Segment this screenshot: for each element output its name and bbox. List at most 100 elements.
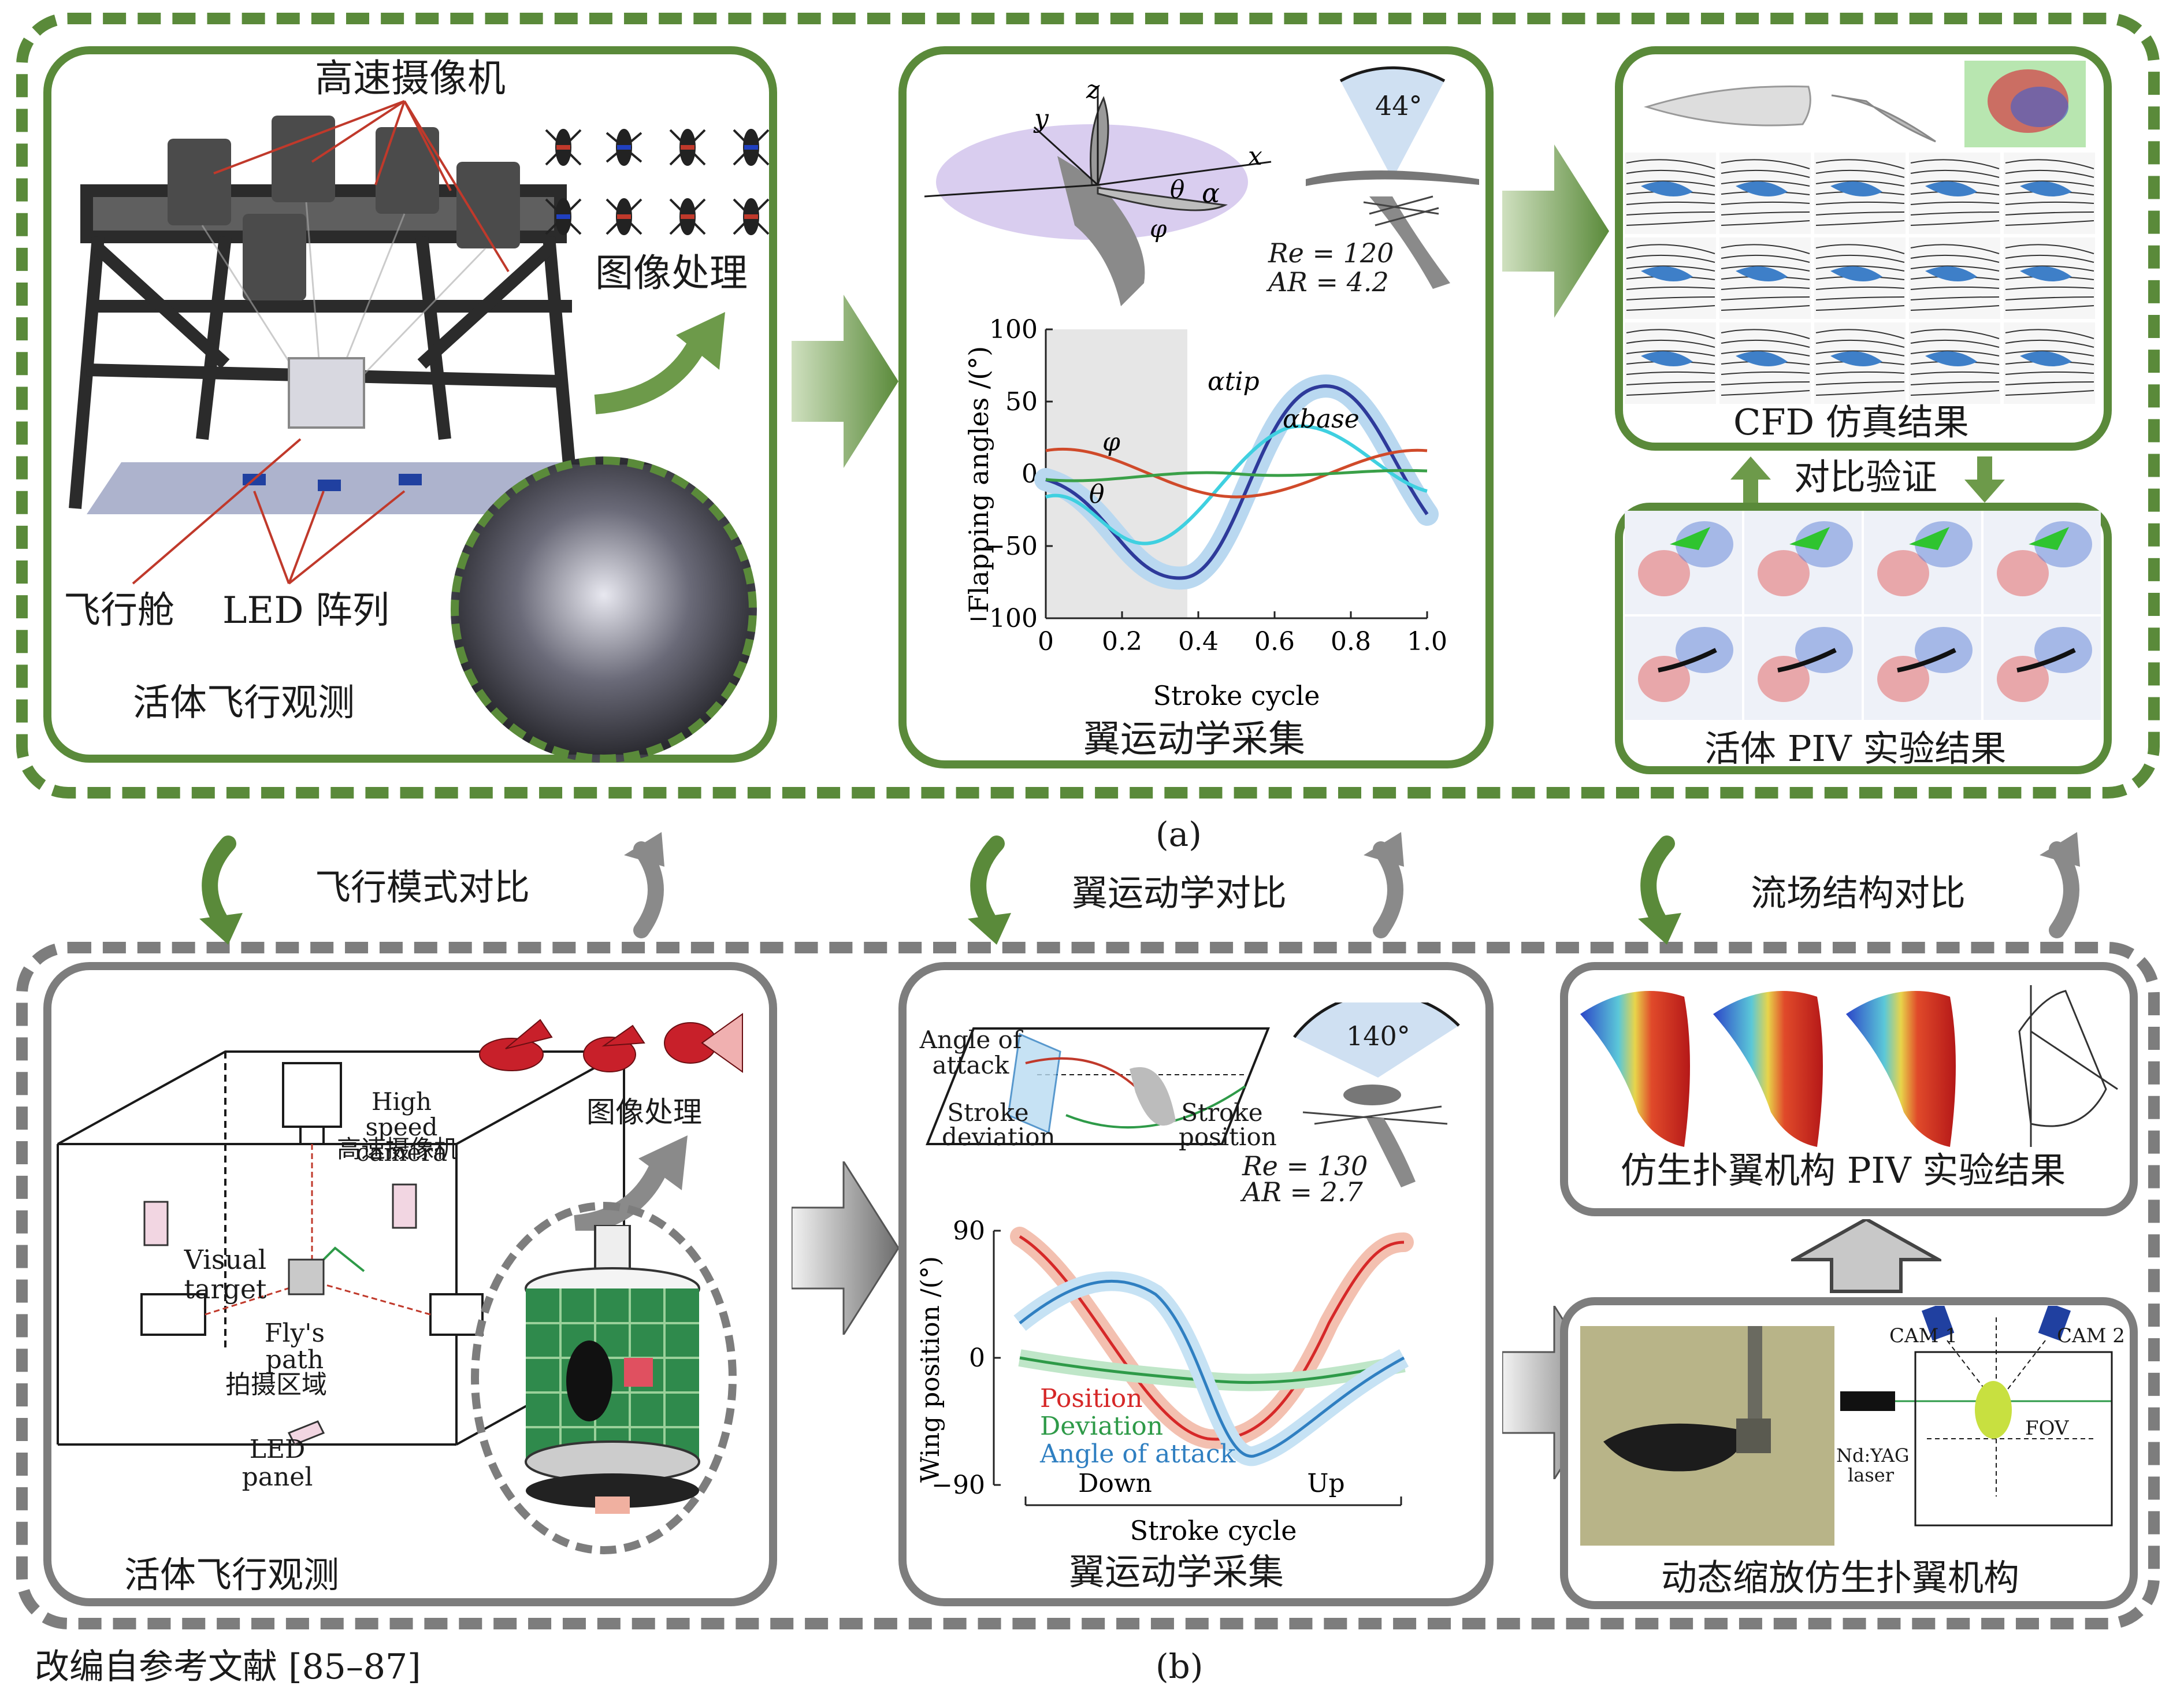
compare-verify-label: 对比验证 — [1794, 456, 1938, 498]
mechanism-photo — [1580, 1326, 1834, 1546]
stroke-deviation-label: Stroke deviation — [942, 1098, 1056, 1151]
y-tick-label: 100 — [989, 315, 1038, 344]
angle-alpha-label: α — [1202, 177, 1220, 209]
visual-target-label: Visual target — [184, 1244, 267, 1305]
top-dashed-frame — [16, 13, 2160, 799]
arrow-down-icon — [1964, 456, 2005, 505]
high-speed-camera-label: 高速摄像机 — [315, 56, 506, 101]
cfd-cell — [1814, 237, 1906, 319]
piv-cell — [1625, 511, 1742, 614]
compare-flight-mode-label: 飞行模式对比 — [315, 866, 530, 908]
cfd-cell — [1719, 153, 1811, 234]
bottom-angle-badge: 140° — [1346, 1020, 1410, 1052]
cfd-cell — [1909, 322, 2000, 404]
bottom-kinematics-caption: 翼运动学采集 — [1069, 1551, 1284, 1593]
cfd-cell — [1625, 237, 1716, 319]
bottom-chart-ylabel: Wing position /(°) — [916, 1256, 945, 1483]
y-tick-label: 50 — [1005, 387, 1038, 417]
curved-arrow-up-icon — [589, 300, 740, 418]
wing-axis-diagram: x y z α θ φ — [924, 64, 1283, 320]
top-chart-ylabel: Flapping angles /(°) — [963, 346, 994, 613]
flow-arrow-right-icon — [792, 295, 901, 470]
rig-illustration — [52, 116, 630, 534]
x-tick-label: 0.4 — [1178, 627, 1219, 656]
top-observation-caption: 活体飞行观测 — [133, 682, 355, 725]
fly-model-renders — [471, 1002, 748, 1097]
bottom-dashed-frame — [16, 942, 2160, 1629]
fov-label: FOV — [2025, 1417, 2069, 1440]
camera-english-label: High speed camera — [355, 1087, 448, 1167]
theta-curve — [1045, 469, 1428, 482]
alpha-tip-label: αtip — [1208, 367, 1260, 396]
arrow-up-icon — [1730, 456, 1771, 505]
piv-cell — [1864, 617, 1981, 720]
phi-curve — [1045, 447, 1428, 499]
bottom-re-value: Re = 130 — [1242, 1150, 1368, 1182]
y-tick-label: −90 — [931, 1471, 985, 1500]
panel-a-label: (a) — [1156, 815, 1202, 854]
wing-pressure-renders — [1569, 974, 2129, 1167]
x-tick-label: 1.0 — [1407, 627, 1447, 656]
alpha-tip-curve — [1045, 384, 1429, 580]
bottom-chart-xlabel: Stroke cycle — [1130, 1515, 1297, 1546]
cfd-cell — [1814, 322, 1906, 404]
led-arena-cylinder — [497, 1224, 728, 1551]
cfd-cell — [2004, 153, 2095, 234]
stroke-plane-diagram — [922, 1023, 1280, 1152]
bio-piv-caption: 仿生扑翼机构 PIV 实验结果 — [1621, 1149, 2066, 1191]
flight-cabin-label: 飞行舱 — [64, 589, 174, 632]
cfd-cell — [2004, 322, 2095, 404]
bottom-image-processing-label: 图像处理 — [586, 1096, 702, 1129]
top-ar-value: AR = 4.2 — [1268, 266, 1389, 298]
source-note: 改编自参考文献 [85–87] — [35, 1647, 421, 1687]
cfd-cell — [1625, 322, 1716, 404]
cfd-streamline-grid — [1624, 151, 2097, 408]
top-re-value: Re = 120 — [1268, 237, 1394, 269]
cfd-model-strip — [1635, 61, 2086, 150]
piv-cell — [1984, 511, 2101, 614]
angle-of-attack-label: Angle of attack — [919, 1026, 1022, 1080]
shooting-region-label: 拍摄区域 — [225, 1370, 327, 1399]
image-processing-label: 图像处理 — [595, 251, 748, 295]
x-tick-label: 0.2 — [1102, 627, 1142, 656]
led-panel-label: LED panel — [242, 1435, 313, 1492]
compare-flow-structure-label: 流场结构对比 — [1751, 872, 1966, 914]
stroke-angle-fan — [1300, 64, 1485, 309]
alpha-base-label: αbase — [1283, 404, 1360, 434]
piv-cell — [1864, 511, 1981, 614]
cam2-label: CAM 2 — [2057, 1324, 2125, 1347]
bottom-kinematics-panel — [898, 962, 1494, 1606]
top-kinematics-caption: 翼运动学采集 — [1083, 718, 1305, 761]
piv-cell — [1744, 511, 1862, 614]
red-callout-lines — [0, 0, 809, 696]
cfd-cell — [1814, 153, 1906, 234]
stroke-position-label: Stroke position — [1179, 1098, 1277, 1151]
legend-position: Position — [1040, 1384, 1143, 1413]
y-tick-label: 0 — [969, 1343, 985, 1373]
laser-label: Nd:YAG laser — [1836, 1445, 1910, 1486]
legend-deviation: Deviation — [1040, 1412, 1163, 1441]
cfd-cell — [1909, 153, 2000, 234]
axis-x-label: x — [1248, 142, 1262, 171]
attack-curve — [1019, 1279, 1405, 1458]
axis-z-label: z — [1086, 75, 1100, 105]
bottom-ar-value: AR = 2.7 — [1242, 1176, 1363, 1208]
y-tick-label: 90 — [953, 1216, 985, 1246]
x-tick-label: 0.8 — [1331, 627, 1371, 656]
cfd-cell — [2004, 237, 2095, 319]
piv-cell — [1625, 617, 1742, 720]
top-chart-xlabel: Stroke cycle — [1153, 680, 1320, 711]
piv-cell — [1744, 617, 1862, 720]
stroke-angle-fan — [1291, 992, 1476, 1195]
top-angle-badge: 44° — [1375, 90, 1422, 121]
flight-chamber-photo — [451, 456, 757, 763]
flow-arrow-right-icon — [790, 1158, 901, 1338]
flow-arrow-right-icon — [1502, 144, 1612, 320]
y-tick-label: 0 — [1022, 459, 1038, 489]
x-tick-label: 0 — [1038, 627, 1054, 656]
camera-chinese-label: 高速摄像机 — [337, 1135, 459, 1163]
position-curve — [1019, 1235, 1405, 1441]
cfd-cell — [1719, 237, 1811, 319]
piv-vorticity-grid — [1624, 510, 2103, 726]
